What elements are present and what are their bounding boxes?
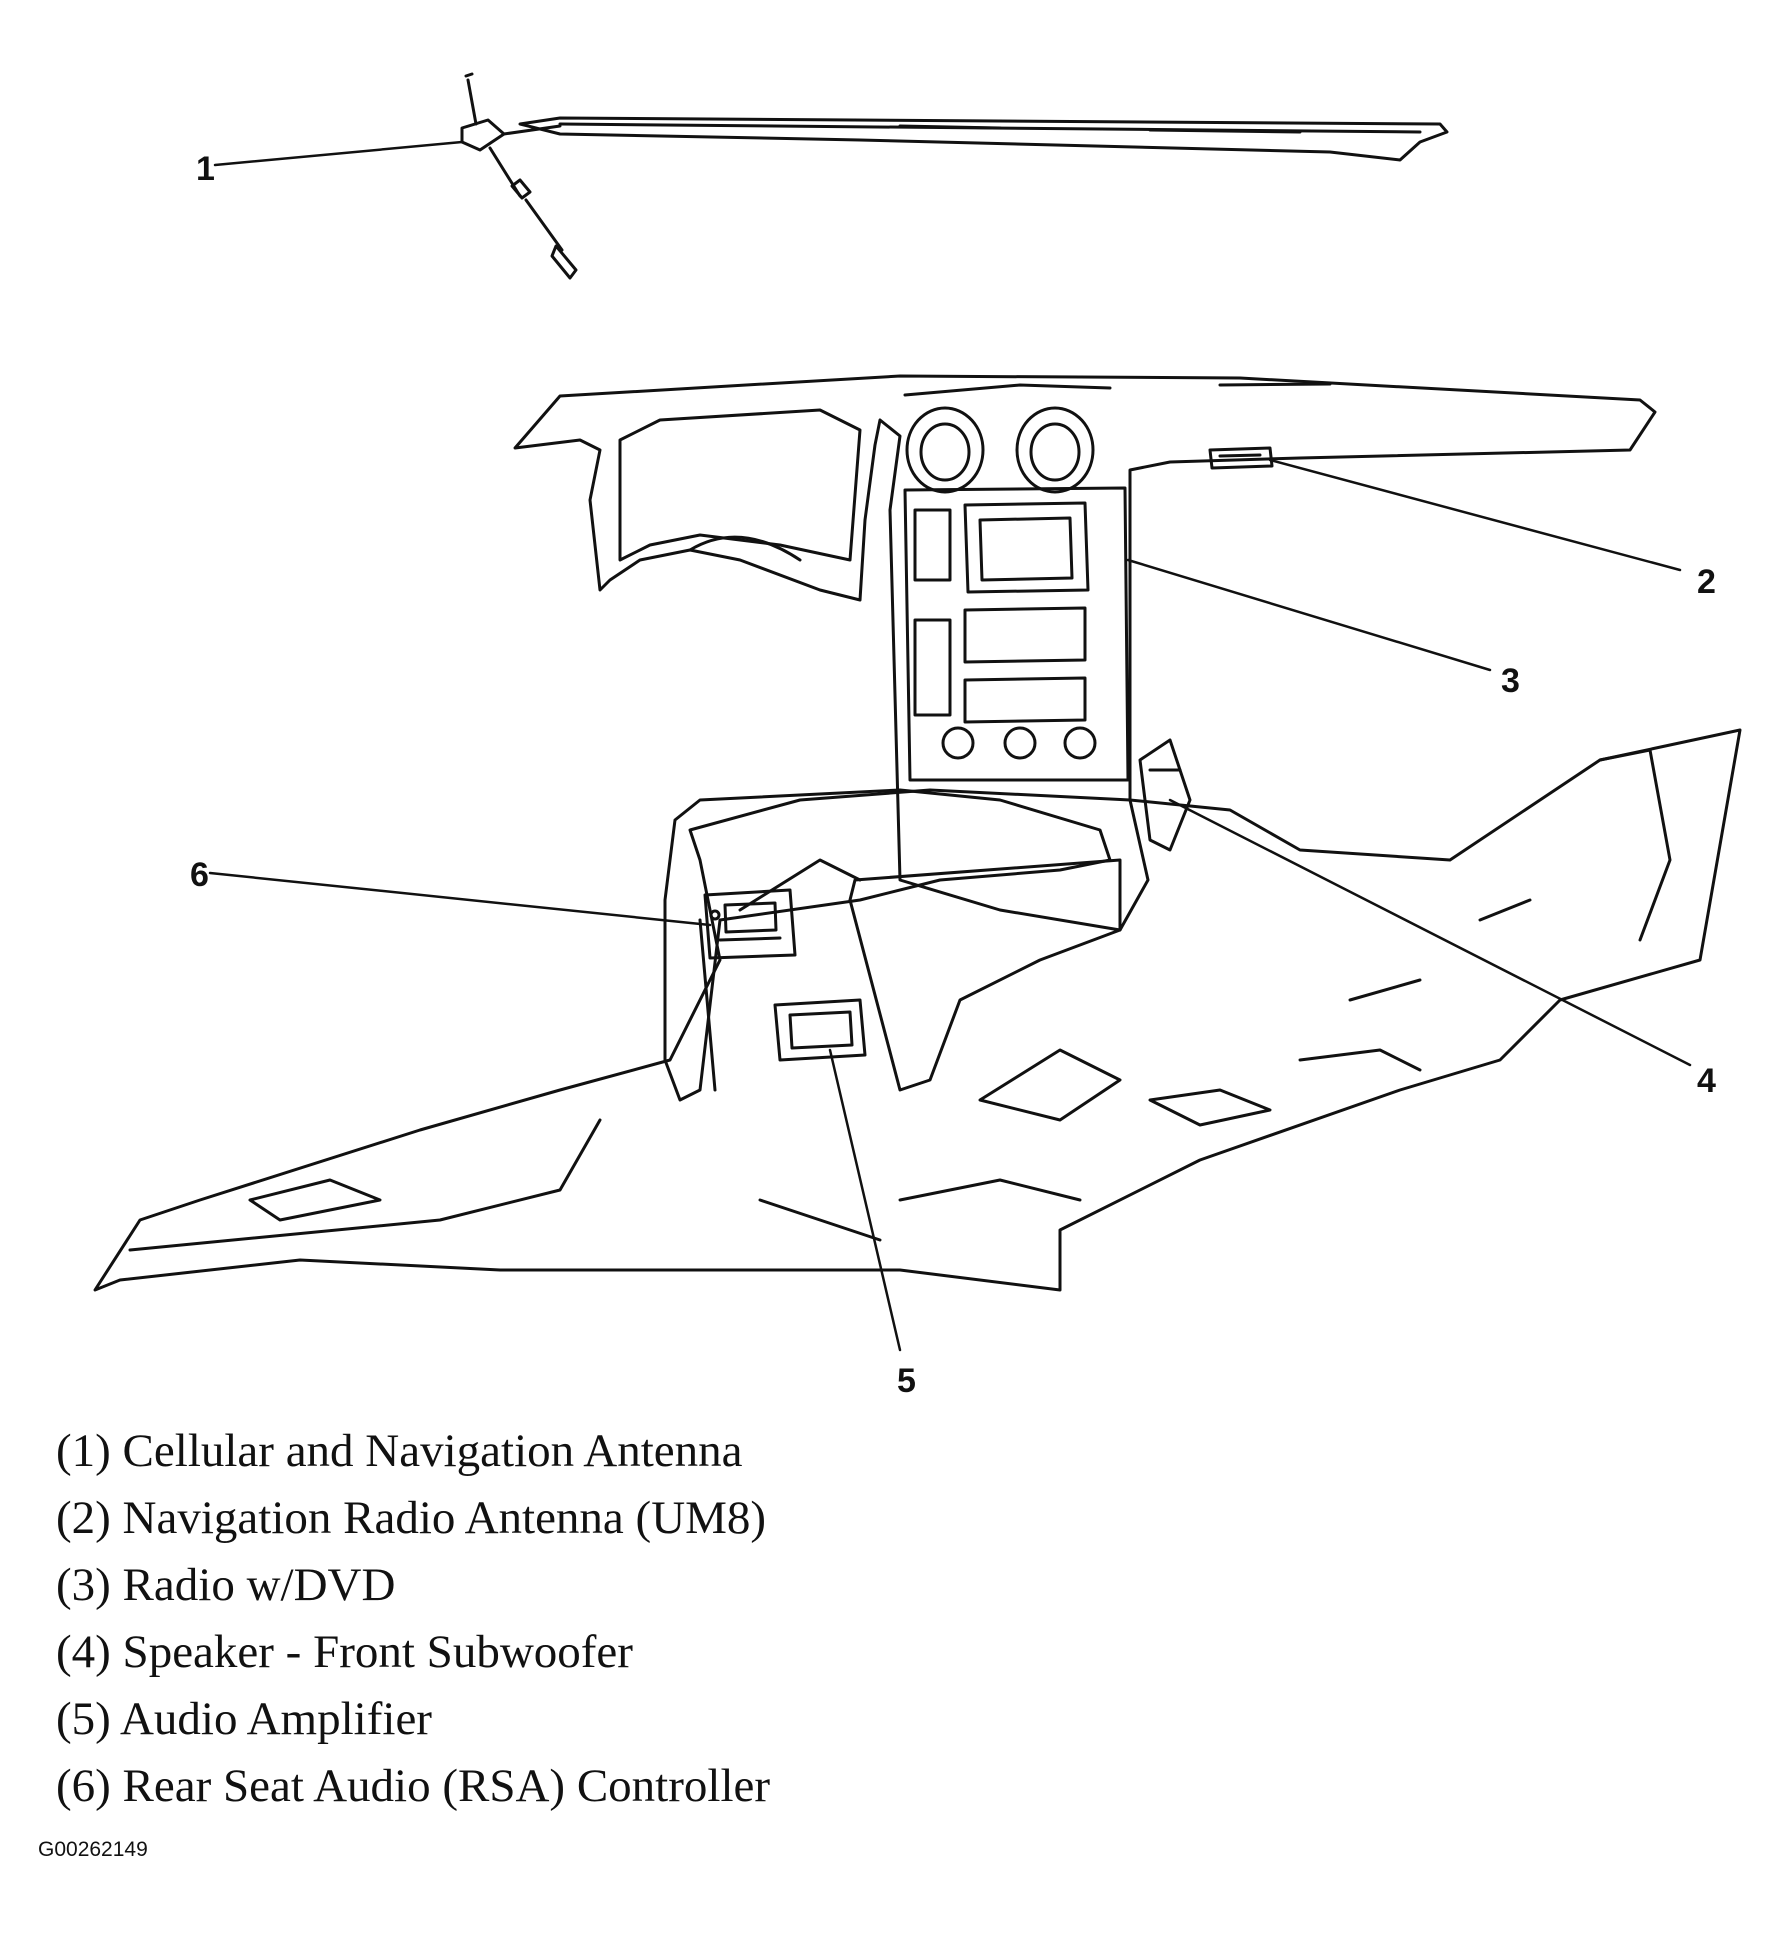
legend-item-2: (2) Navigation Radio Antenna (UM8) — [56, 1492, 767, 1544]
front-subwoofer-speaker — [1138, 738, 1192, 852]
center-vents — [905, 406, 1095, 494]
callout-2: 2 — [1697, 563, 1716, 601]
leader-line-6 — [208, 871, 712, 927]
radio-dvd-unit — [903, 486, 1130, 782]
floor-pan — [93, 728, 1742, 1292]
navigation-radio-antenna — [1208, 446, 1274, 470]
legend-item-6: (6) Rear Seat Audio (RSA) Controller — [56, 1760, 771, 1812]
roof-rail — [518, 116, 1449, 162]
callout-6: 6 — [190, 856, 209, 894]
callout-3: 3 — [1501, 662, 1520, 700]
cellular-navigation-antenna — [460, 72, 578, 280]
legend-item-4: (4) Speaker - Front Subwoofer — [56, 1626, 633, 1678]
legend-item-5: (5) Audio Amplifier — [56, 1693, 432, 1745]
component-legend: (1) Cellular and Navigation Antenna (2) … — [56, 1418, 770, 1820]
legend-item-3: (3) Radio w/DVD — [56, 1559, 396, 1611]
leader-line-2 — [1268, 458, 1682, 572]
figure-id: G00262149 — [38, 1838, 148, 1861]
callout-1: 1 — [196, 150, 215, 188]
callout-4: 4 — [1697, 1062, 1716, 1100]
audio-amplifier — [773, 998, 867, 1062]
rsa-controller — [703, 888, 797, 960]
callout-5: 5 — [897, 1362, 916, 1400]
leader-line-4 — [1168, 798, 1692, 1067]
vehicle-audio-components-diagram — [93, 72, 1742, 1352]
legend-item-1: (1) Cellular and Navigation Antenna — [56, 1425, 743, 1477]
instrument-panel — [513, 374, 1657, 932]
leader-line-1 — [213, 140, 464, 167]
leader-line-5 — [828, 1048, 902, 1352]
leader-line-3 — [1126, 558, 1492, 672]
leader-lines — [208, 140, 1692, 1352]
center-console — [663, 788, 1122, 1102]
